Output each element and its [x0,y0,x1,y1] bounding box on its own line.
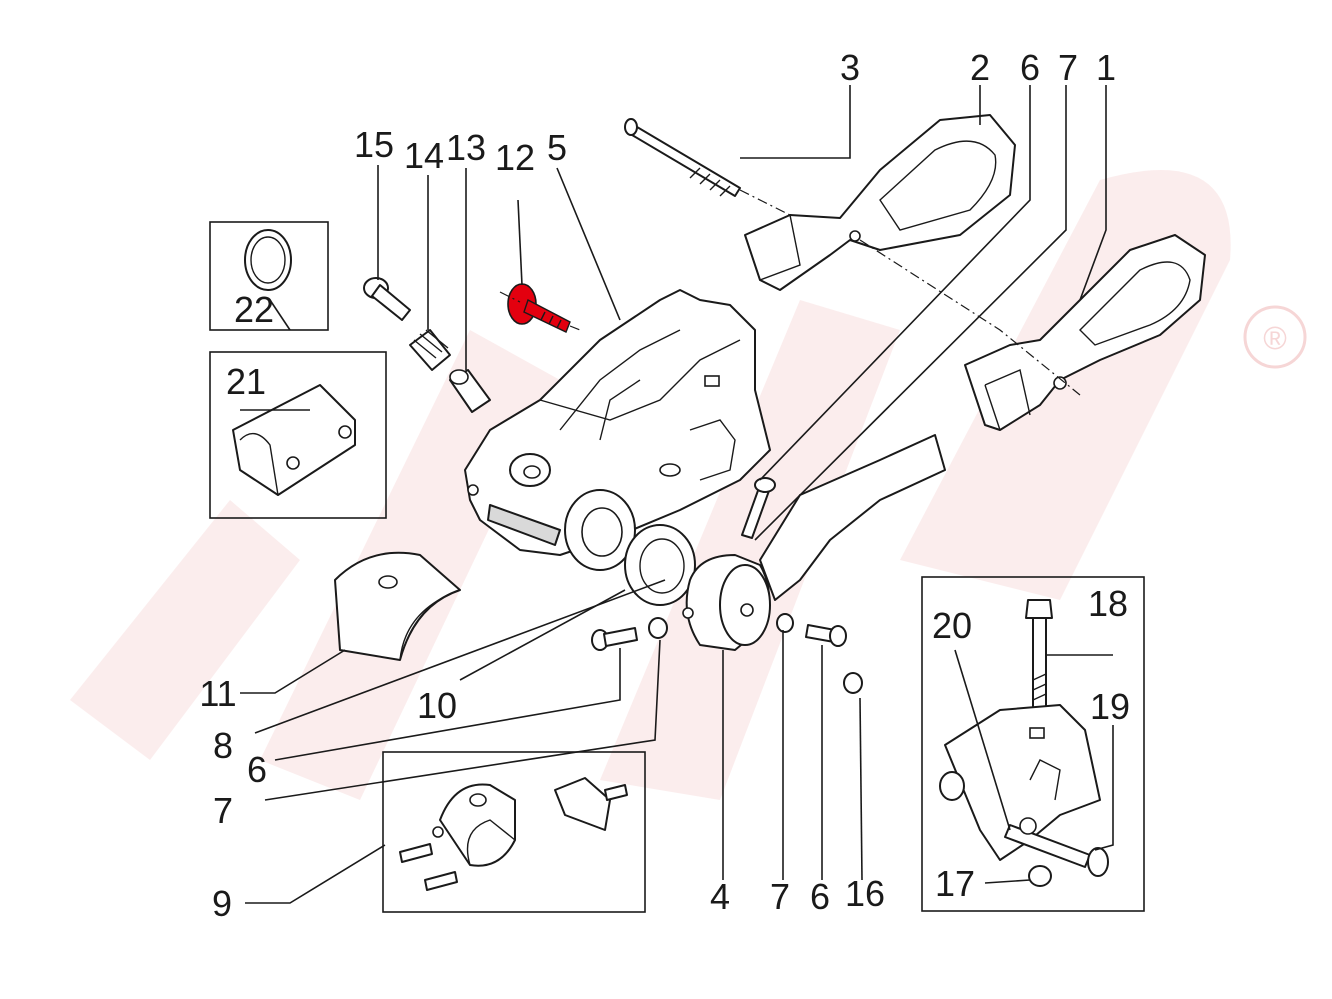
leader-lines [240,85,1114,904]
callout-14: 14 [404,135,444,176]
part-17-nut [939,771,1052,887]
part-22-ring [244,229,292,291]
part-5-coupling-body [464,289,771,571]
callout-11: 11 [199,673,236,714]
callout-16: 16 [845,873,885,914]
part-14-spring [409,329,451,371]
callout-13: 13 [446,127,486,168]
callout-12: 12 [495,137,535,178]
part-21-frame [209,351,387,519]
part-21-shell [232,384,356,496]
drawbar-arm [759,434,946,601]
parts-17-20-frame [921,576,1145,912]
callout-6: 6 [1020,47,1040,88]
part-7-nut-left [648,617,668,639]
part-22-frame [209,221,329,331]
part-12-screw-highlighted [499,283,581,333]
callout-21: 21 [226,361,266,402]
callout-7-right: 7 [770,876,790,917]
part-9-frame [382,751,646,913]
part-19-cross-bolt [1004,817,1109,877]
callout-8: 8 [213,725,233,766]
axis-line [859,239,1081,396]
part-11-cap [334,551,461,661]
callout-9: 9 [212,883,232,924]
callout-2: 2 [970,47,990,88]
part-1-handle [964,234,1206,431]
part-13-sleeve [449,369,491,413]
part-9-clamp [399,777,628,891]
callout-3: 3 [840,47,860,88]
callout-7: 7 [1058,47,1078,88]
registered-mark-icon [1243,305,1307,369]
part-15-pin [363,277,411,321]
callout-6-right: 6 [810,876,830,917]
callout-5: 5 [547,127,567,168]
registered-mark-symbol: ® [1263,320,1287,356]
part-3-bolt [624,118,741,197]
callout-22: 22 [234,289,274,330]
callout-15: 15 [354,124,394,165]
callout-20: 20 [932,605,972,646]
callout-10: 10 [417,685,457,726]
callout-7-lower: 7 [213,790,233,831]
part-18-long-bolt [1025,599,1053,716]
part-8-ring [624,524,696,606]
part-6-bolt-top [741,477,776,539]
part-2-handle [744,114,1016,291]
callout-18: 18 [1088,583,1128,624]
axis-line [739,189,791,216]
callout-4: 4 [710,876,730,917]
callout-17: 17 [935,863,975,904]
callout-labels: 1 2 3 6 7 5 12 13 14 15 22 21 11 10 8 6 … [199,47,1130,924]
callout-6-lower: 6 [247,749,267,790]
callout-19: 19 [1090,686,1130,727]
part-16-plug [843,672,863,694]
part-6-screw-left [591,627,638,651]
part-6-screw-right [805,624,847,647]
callout-1: 1 [1096,47,1116,88]
part-7-nut-right [776,613,794,633]
part-4-pad [682,554,771,651]
